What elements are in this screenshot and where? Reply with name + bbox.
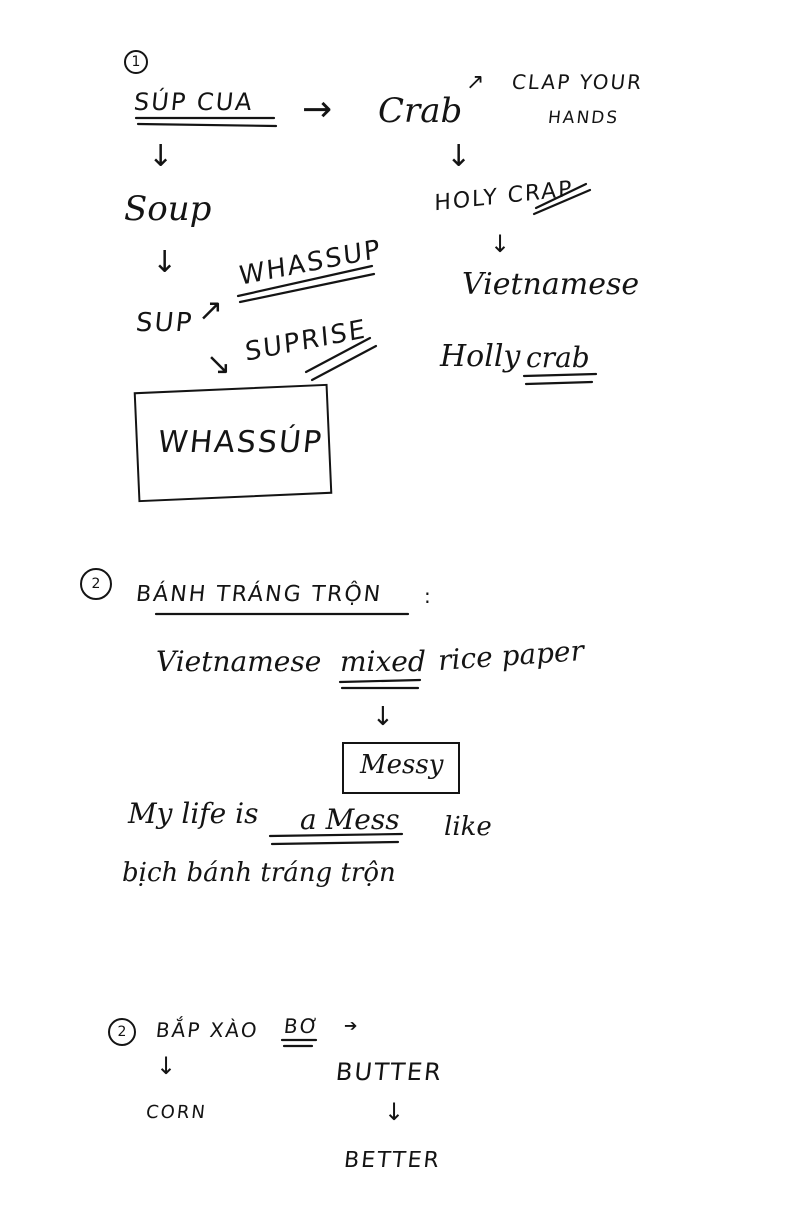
whassup-underline-b [238, 272, 376, 304]
arrow-up-right-icon: ↗ [466, 70, 485, 95]
a-mess-text: a Mess [300, 803, 400, 836]
section-2-number: 2 [91, 576, 101, 592]
a-mess-underline-a [268, 832, 404, 838]
title-colon: : [424, 584, 431, 608]
arrow-right-icon: → [302, 89, 333, 130]
section-2-number-circle: 2 [80, 568, 112, 600]
arrow-down-icon: ↓ [156, 1052, 177, 1080]
arrow-down-right-icon: ↘ [206, 347, 232, 382]
arrow-right-icon: ➔ [344, 1016, 358, 1035]
title-1-underline-b [136, 122, 278, 128]
arrow-down-icon: ↓ [384, 1098, 405, 1126]
mixed-underline-a [338, 678, 422, 684]
soup-word: Soup [124, 189, 212, 229]
a-mess-underline-b [270, 840, 400, 846]
my-life-is-text: My life is [128, 797, 259, 830]
whassup-underline-a [236, 264, 374, 298]
messy-box [342, 742, 460, 794]
section-3-number: 2 [117, 1024, 127, 1040]
crab-word: Crab [378, 91, 463, 131]
like-word: like [444, 812, 492, 842]
suprise-underline-b [310, 344, 378, 382]
holly-crab-underline-b [524, 380, 594, 386]
arrow-up-right-icon: ↗ [198, 293, 224, 328]
suprise-underline-a [304, 336, 372, 374]
arrow-down-icon: ↓ [152, 245, 178, 280]
translation-mixed: mixed [340, 645, 426, 678]
vietnamese-word: Vietnamese [462, 267, 640, 302]
arrow-down-icon: ↓ [446, 139, 472, 174]
arrow-down-icon: ↓ [490, 230, 511, 258]
arrow-down-icon: ↓ [148, 139, 174, 174]
messy-word: Messy [360, 750, 444, 780]
holy-crap-underline-a [534, 182, 588, 210]
holly-word: Holly [440, 339, 521, 374]
translation-vietnamese: Vietnamese [156, 645, 322, 678]
holy-crap-underline-b [532, 188, 592, 216]
section-1-number: 1 [131, 54, 141, 70]
section-1-number-circle: 1 [124, 50, 148, 74]
banh-trang-tron-bag-text: bịch bánh tráng trộn [122, 858, 396, 888]
holly-crab-underline-a [522, 372, 598, 378]
section-3-number-circle: 2 [108, 1018, 136, 1046]
holly-crab-word: crab [526, 341, 590, 374]
arrow-down-icon: ↓ [372, 702, 394, 732]
